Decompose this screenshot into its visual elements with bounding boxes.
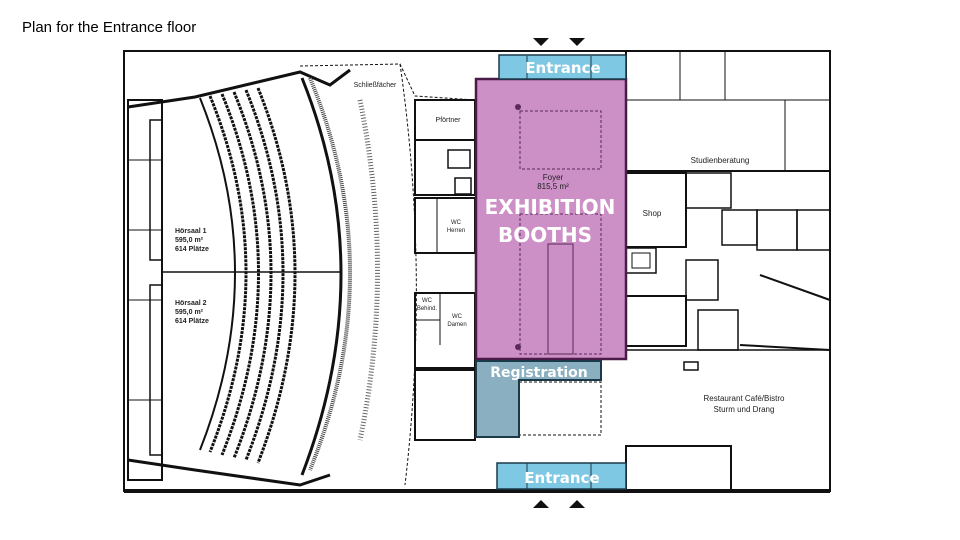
exhibition-label: EXHIBITION	[485, 195, 616, 219]
arrow-up-icon	[533, 500, 549, 508]
entrance-bottom[interactable]: Entrance	[496, 462, 627, 490]
wc-men-label: WC	[451, 220, 462, 226]
wc-men-sub: Herren	[447, 228, 465, 234]
wc-women-sub: Damen	[447, 322, 466, 328]
hall1-area: 595,0 m²	[175, 237, 204, 244]
entrance-top[interactable]: Entrance	[498, 54, 627, 80]
arrow-down-icon	[569, 38, 585, 46]
arrow-down-icon	[533, 38, 549, 46]
wc-disabled-label: WC	[422, 298, 433, 304]
booths-label: BOOTHS	[498, 223, 592, 247]
entrance-top-label: Entrance	[525, 59, 600, 77]
restaurant-sub: Sturm und Drang	[714, 405, 775, 414]
hall2-name: Hörsaal 2	[175, 300, 207, 307]
hall2-area: 595,0 m²	[175, 309, 204, 316]
advising-label: Studienberatung	[691, 156, 750, 165]
restaurant-label: Restaurant Café/Bistro	[704, 394, 785, 403]
wc-disabled-sub: Behind.	[417, 306, 438, 312]
exhibition-booths-zone[interactable]: Foyer 815,5 m² EXHIBITION BOOTHS	[474, 77, 628, 361]
hall1-name: Hörsaal 1	[175, 228, 207, 235]
registration-label: Registration	[490, 365, 588, 381]
registration-zone[interactable]: Registration	[475, 360, 602, 438]
hall1-seats: 614 Plätze	[175, 246, 209, 253]
foyer-area: 815,5 m²	[537, 182, 569, 191]
foyer-label: Foyer	[543, 173, 564, 182]
slide-title: Plan for the Entrance floor	[22, 19, 197, 36]
hall2-seats: 614 Plätze	[175, 318, 209, 325]
entrance-bottom-label: Entrance	[524, 469, 599, 487]
wc-women-label: WC	[452, 314, 463, 320]
lockers-label: Schließfächer	[354, 82, 397, 89]
porter-label: Pförtner	[436, 117, 462, 124]
arrow-up-icon	[569, 500, 585, 508]
building-walls	[123, 50, 831, 493]
shop-label: Shop	[643, 209, 662, 218]
